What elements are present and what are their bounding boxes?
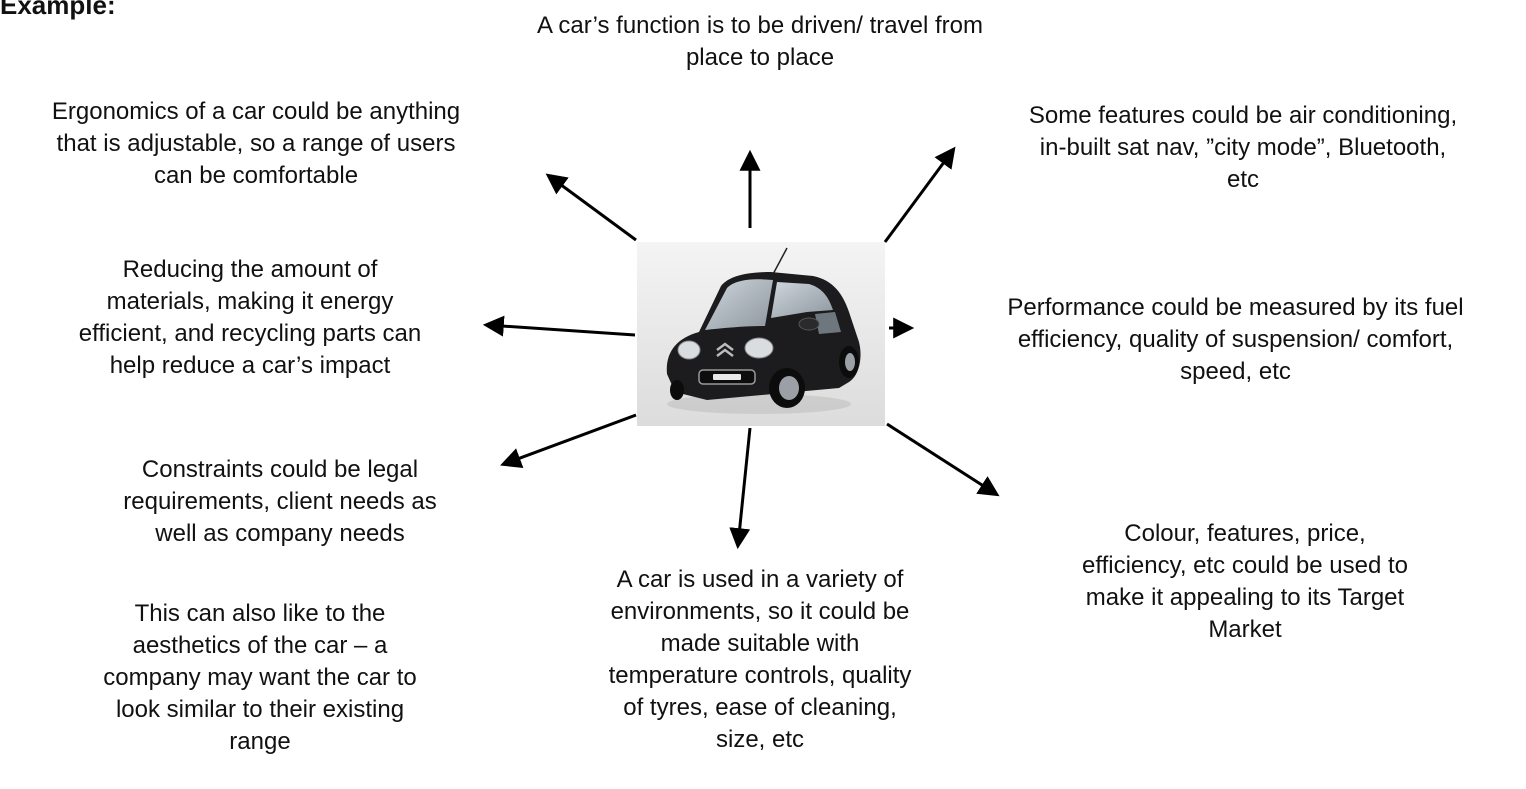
arrow-features xyxy=(883,146,956,243)
note-features: Some features could be air conditioning,… xyxy=(1028,102,1458,193)
note-aesthetics: This can also like to the aesthetics of … xyxy=(103,600,417,755)
note-environments: A car is used in a variety of environmen… xyxy=(608,566,912,753)
arrow-market xyxy=(886,422,1000,497)
arrow-ergonomics xyxy=(545,173,637,242)
arrow-constraints xyxy=(500,413,637,468)
arrow-impact xyxy=(482,315,636,337)
note-target-market: Colour, features, price, efficiency, etc… xyxy=(1082,520,1408,643)
arrow-environments xyxy=(729,427,752,550)
note-performance: Performance could be measured by its fue… xyxy=(1007,294,1464,385)
car-image xyxy=(637,242,885,426)
page-heading: Example: xyxy=(0,0,116,20)
note-ergonomics: Ergonomics of a car could be anything th… xyxy=(51,98,461,189)
note-constraints: Constraints could be legal requirements,… xyxy=(123,456,437,547)
note-impact: Reducing the amount of materials, making… xyxy=(78,256,422,379)
note-function: A car’s function is to be driven/ travel… xyxy=(537,12,983,71)
